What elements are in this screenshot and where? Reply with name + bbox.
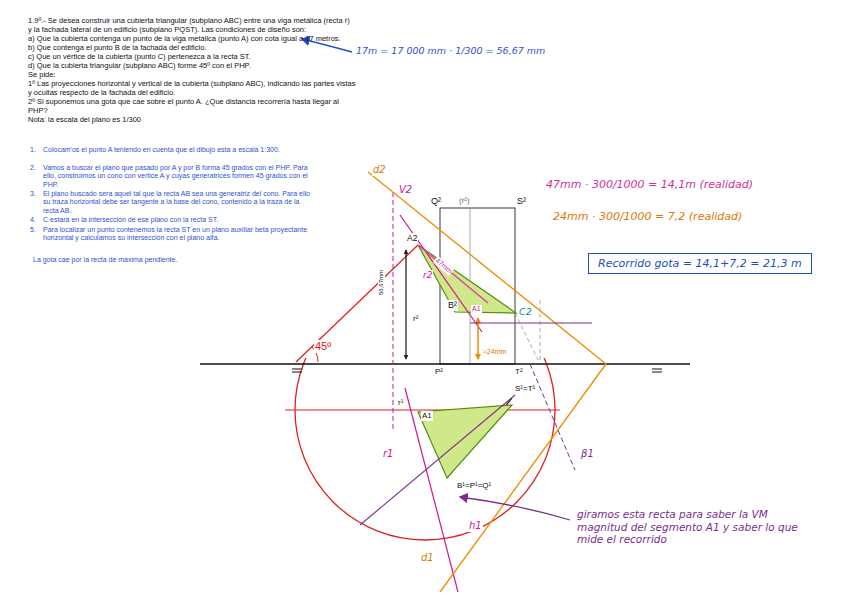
line-r-vertical bbox=[400, 215, 482, 332]
result-box: Recorrido gota = 14,1+7,2 = 21,3 m bbox=[588, 253, 812, 274]
step-text: Vamos a buscar el plano que pasado por A… bbox=[43, 164, 313, 189]
result-text: Recorrido gota = 14,1+7,2 = 21,3 m bbox=[598, 257, 811, 270]
step-number: 4. bbox=[30, 216, 36, 224]
projection-line bbox=[540, 300, 541, 364]
ground-line-mark bbox=[652, 369, 662, 370]
step-number: 1. bbox=[30, 146, 36, 154]
cone-generatrix bbox=[296, 245, 418, 362]
point-label: C2 bbox=[518, 306, 533, 317]
trace-line bbox=[368, 172, 606, 364]
line-r-horizontal bbox=[405, 388, 458, 592]
point-label: T² bbox=[514, 367, 524, 377]
auxiliary-line bbox=[360, 395, 515, 525]
point-label: r2 bbox=[422, 270, 433, 281]
point-label: S² bbox=[516, 196, 527, 207]
dimension-label: ≈24mm bbox=[482, 348, 507, 356]
point-label: d2 bbox=[372, 164, 387, 176]
step-number: 2. bbox=[30, 164, 36, 172]
step-text: El plano buscado sera aquel tal que la r… bbox=[43, 190, 313, 215]
calculation-note: 24mm · 300/1000 = 7,2 (realidad) bbox=[552, 210, 743, 223]
dimension-line bbox=[406, 250, 407, 359]
point-label: B¹=P¹=Q¹ bbox=[456, 481, 492, 491]
point-label: r1 bbox=[382, 448, 394, 460]
dimension-line bbox=[406, 250, 407, 359]
problem-text: 2º Si suponemos una gota que cae sobre e… bbox=[28, 97, 358, 115]
point-label: h1 bbox=[468, 520, 483, 532]
point-label: S¹=T¹ bbox=[514, 384, 536, 394]
dimension-line bbox=[478, 318, 479, 359]
auxiliary-line bbox=[470, 322, 592, 323]
problem-text: y la fachada lateral de un edificio (sub… bbox=[28, 25, 306, 34]
calculation-note: 47mm · 300/1000 = 14,1m (realidad) bbox=[545, 178, 754, 191]
point-label: r¹ bbox=[397, 398, 404, 408]
auxiliary-plane-trace bbox=[530, 364, 575, 470]
step-text: C estará en la intersección de ese plano… bbox=[43, 216, 313, 224]
dimension-line bbox=[478, 318, 479, 359]
point-label: B² bbox=[447, 300, 458, 311]
point-label: Q² bbox=[430, 196, 442, 207]
scale-note: 17m = 17 000 mm · 1/300 = 56,67 mm bbox=[356, 45, 545, 56]
point-label: r² bbox=[412, 314, 419, 324]
roof-horizontal-projection bbox=[418, 405, 512, 478]
problem-text: Se pide: bbox=[28, 70, 56, 79]
dimension-label: 56,67mm bbox=[378, 269, 385, 296]
point-label: (r²) bbox=[458, 196, 471, 206]
point-label: d1 bbox=[420, 552, 435, 564]
note-arrow bbox=[460, 497, 570, 520]
point-label: A1 bbox=[471, 305, 482, 313]
problem-text: c) Que un vértice de la cubierta (punto … bbox=[28, 52, 251, 61]
trace-line bbox=[440, 364, 606, 592]
step-number: 3. bbox=[30, 190, 36, 198]
projection-line bbox=[515, 313, 540, 364]
step-text: Para localizar un punto contenemos la re… bbox=[43, 226, 313, 243]
step-number: 5. bbox=[30, 226, 36, 234]
conclusion-text: La gota cae por la recta de máxima pendi… bbox=[33, 256, 177, 264]
point-label: β1 bbox=[580, 448, 595, 460]
ground-line-mark bbox=[652, 372, 662, 373]
ground-line-mark bbox=[292, 369, 302, 370]
step-text: Colocam'os el punto A teniendo en cuenta… bbox=[43, 146, 313, 154]
angle-label: 45º bbox=[314, 340, 332, 353]
problem-text: d) Que la cubierta triangular (subplano … bbox=[28, 61, 251, 70]
point-label: P² bbox=[434, 367, 444, 377]
problem-text: b) Que contenga el punto B de la fachada… bbox=[28, 43, 206, 52]
explanation-note: giramos esta recta para saber la VM magn… bbox=[576, 508, 808, 546]
point-label: A2 bbox=[406, 233, 418, 243]
problem-text: Nota: la escala del plano es 1/300 bbox=[28, 115, 141, 124]
cone-base-circle bbox=[295, 358, 555, 540]
problem-text: 1.9º.- Se desea construir una cubierta t… bbox=[28, 16, 350, 25]
ground-line-mark bbox=[292, 372, 302, 373]
problem-text: a) Que la cubierta contenga un punto de … bbox=[28, 34, 341, 43]
max-slope-segment bbox=[418, 245, 488, 303]
ground-line bbox=[200, 363, 690, 364]
point-label: A1 bbox=[421, 411, 433, 421]
vertical-reference-line bbox=[393, 192, 394, 430]
problem-text: 1º Las proyecciones horizontal y vertica… bbox=[28, 79, 358, 97]
point-label: V2 bbox=[398, 184, 413, 196]
